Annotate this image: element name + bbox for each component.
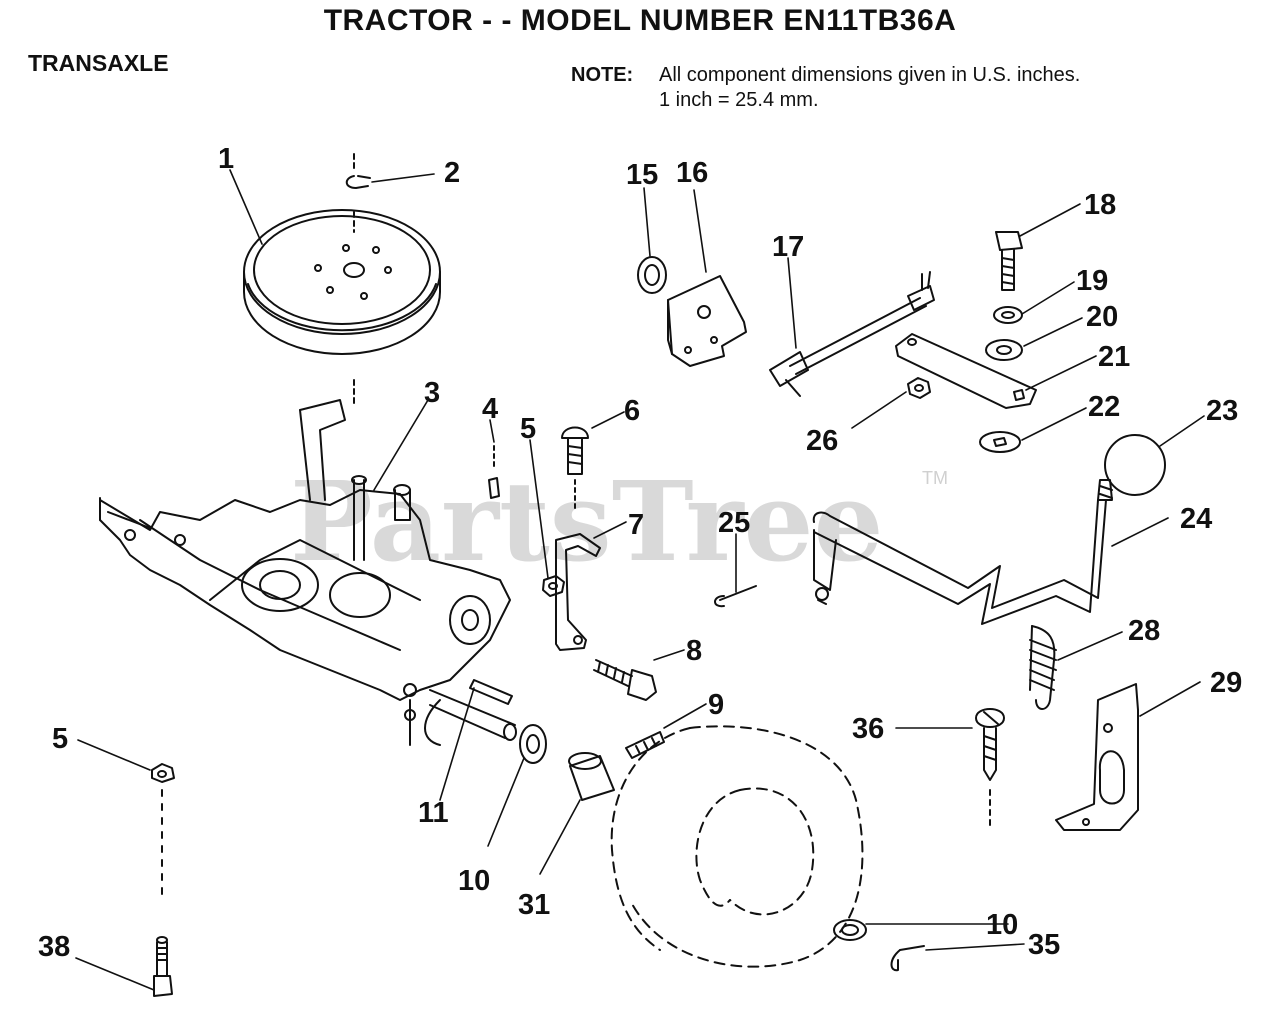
part-cotter-pin — [714, 585, 757, 608]
part-mount-bracket — [667, 275, 747, 367]
part-transaxle — [99, 399, 517, 746]
note-line-2: 1 inch = 25.4 mm. — [659, 89, 819, 111]
callout-3: 3 — [424, 377, 440, 409]
part-hex-bolt — [593, 659, 657, 701]
part-thread-screw — [975, 708, 1005, 831]
leader-lines — [75, 169, 1205, 991]
callout-38: 38 — [38, 931, 70, 963]
part-lever-plate — [895, 333, 1037, 409]
callout-1: 1 — [218, 143, 234, 175]
callout-36: 36 — [852, 713, 884, 745]
part-knob — [1104, 434, 1166, 496]
callout-10-left: 10 — [458, 865, 490, 897]
part-key — [469, 679, 513, 705]
part-carriage-bolt — [561, 426, 589, 511]
part-washer-15 — [637, 256, 667, 294]
part-washer-left — [519, 724, 547, 764]
part-pulley — [243, 209, 441, 405]
part-hex-nut-upper — [542, 575, 565, 597]
callout-35: 35 — [1028, 929, 1060, 961]
callout-29: 29 — [1210, 667, 1242, 699]
callout-26: 26 — [806, 425, 838, 457]
callout-24: 24 — [1180, 503, 1212, 535]
part-wheel — [610, 725, 864, 968]
part-control-rod — [769, 271, 935, 397]
part-e-clip-top — [345, 153, 371, 189]
callout-31: 31 — [518, 889, 550, 921]
note-label: NOTE: — [571, 64, 634, 86]
part-square-key — [488, 445, 500, 499]
callout-10-right: 10 — [986, 909, 1018, 941]
callout-20: 20 — [1086, 301, 1118, 333]
part-nut-26 — [907, 377, 931, 399]
callout-17: 17 — [772, 231, 804, 263]
section-title: TRANSAXLE — [28, 50, 169, 76]
part-mount-plate — [1055, 683, 1139, 831]
part-bolt-18 — [995, 231, 1023, 291]
callout-8: 8 — [686, 635, 702, 667]
callout-18: 18 — [1084, 189, 1116, 221]
callout-2: 2 — [444, 157, 460, 189]
callout-22: 22 — [1088, 391, 1120, 423]
callout-23: 23 — [1206, 395, 1238, 427]
callout-numbers: 1 2 3 4 5 5 6 7 8 9 10 10 11 15 16 17 18… — [38, 143, 1242, 963]
callout-6: 6 — [624, 395, 640, 427]
part-e-clip-wheel — [890, 945, 925, 972]
part-shift-lever — [812, 479, 1113, 625]
page-title: TRACTOR - - MODEL NUMBER EN11TB36A — [323, 4, 957, 37]
callout-15: 15 — [626, 159, 658, 191]
callout-5-upper: 5 — [520, 413, 536, 445]
callout-19: 19 — [1076, 265, 1108, 297]
part-washer-right — [833, 919, 867, 941]
note-line-1: All component dimensions given in U.S. i… — [659, 64, 1081, 86]
watermark-text: PartsTree — [290, 457, 884, 586]
callout-25: 25 — [718, 507, 750, 539]
callout-9: 9 — [708, 689, 724, 721]
watermark-trademark: TM — [922, 468, 948, 488]
part-lock-washer-19 — [993, 306, 1023, 324]
callout-28: 28 — [1128, 615, 1160, 647]
callout-21: 21 — [1098, 341, 1130, 373]
callout-7: 7 — [628, 509, 644, 541]
part-spring — [1029, 625, 1057, 710]
part-spacer — [568, 752, 615, 801]
callout-16: 16 — [676, 157, 708, 189]
part-square-washer — [979, 431, 1021, 453]
part-cap-screw — [153, 936, 173, 997]
part-bracket — [555, 533, 601, 651]
callout-5-lower: 5 — [52, 723, 68, 755]
part-washer-20 — [985, 339, 1023, 361]
callout-11: 11 — [418, 797, 449, 829]
callout-4: 4 — [482, 393, 498, 425]
part-hex-nut-lower — [151, 763, 175, 901]
